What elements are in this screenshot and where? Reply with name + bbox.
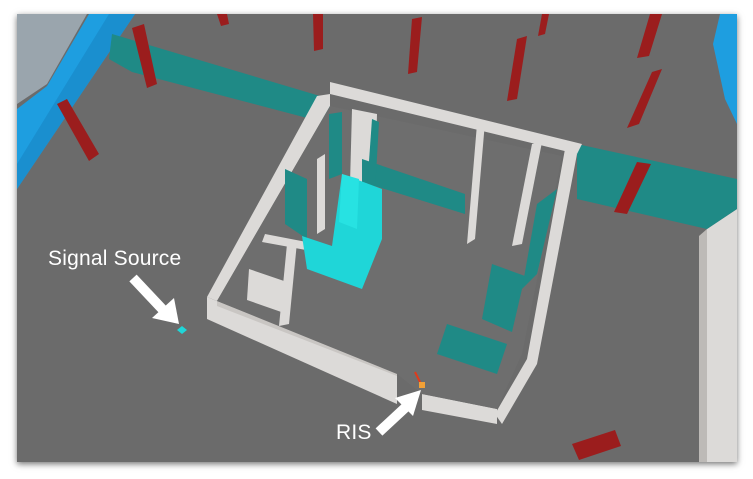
signal-source-marker bbox=[177, 326, 187, 334]
signal-source-label: Signal Source bbox=[48, 247, 182, 270]
teal-interior-3 bbox=[362, 159, 465, 214]
teal-wall-top bbox=[109, 34, 330, 124]
pillar-6 bbox=[538, 14, 549, 36]
pillar-5 bbox=[507, 36, 527, 101]
pillar-9 bbox=[614, 162, 651, 214]
partition-5 bbox=[262, 234, 317, 252]
partition-6 bbox=[247, 269, 287, 314]
teal-interior-6 bbox=[522, 189, 557, 289]
teal-interior-1 bbox=[285, 169, 307, 239]
pillar-4 bbox=[408, 17, 422, 74]
water-left-edge bbox=[17, 14, 135, 189]
sky-corner bbox=[17, 14, 87, 104]
water-right bbox=[713, 14, 737, 124]
teal-interior-7 bbox=[367, 119, 379, 192]
ris-arrow bbox=[375, 390, 421, 436]
building-wall-front-top bbox=[217, 301, 397, 376]
building-wall-front-right bbox=[422, 394, 497, 424]
pillar-8 bbox=[627, 69, 662, 128]
partition-3 bbox=[467, 122, 485, 244]
pillar-11 bbox=[572, 430, 621, 460]
building-wall-left bbox=[207, 94, 330, 301]
signal-source-arrow bbox=[129, 274, 179, 324]
pillar-3 bbox=[313, 14, 323, 51]
partition-7 bbox=[279, 242, 297, 326]
partition-4 bbox=[512, 142, 542, 246]
right-wall-side bbox=[699, 229, 707, 462]
3d-scene-viewport[interactable]: Signal Source RIS bbox=[17, 14, 737, 462]
pillar-2 bbox=[217, 14, 229, 26]
pillar-10 bbox=[57, 99, 99, 161]
teal-interior-5 bbox=[437, 324, 507, 374]
teal-interior-4 bbox=[482, 264, 525, 332]
ris-marker bbox=[419, 382, 425, 388]
right-wall bbox=[707, 209, 737, 462]
cyan-panel bbox=[302, 174, 382, 289]
pillar-7 bbox=[637, 14, 662, 58]
pillar-1 bbox=[132, 24, 157, 88]
ris-label: RIS bbox=[336, 421, 372, 444]
partition-1 bbox=[317, 154, 325, 234]
building-wall-front bbox=[207, 297, 397, 404]
building-wall-right bbox=[495, 149, 577, 424]
scene-canvas bbox=[17, 14, 737, 462]
building-wall-top bbox=[330, 82, 582, 154]
teal-interior-2 bbox=[329, 112, 342, 179]
cyan-panel-face bbox=[339, 174, 359, 229]
